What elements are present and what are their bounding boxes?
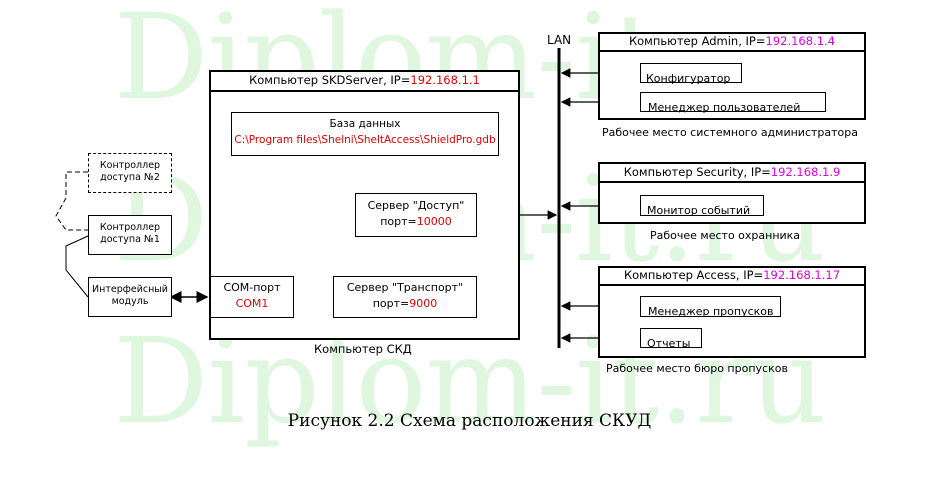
com-port-value: COM1	[235, 297, 269, 310]
access-server-port-prefix: порт=	[380, 215, 417, 228]
access-server-box: Сервер "Доступ" порт=10000	[355, 193, 477, 237]
controller-2-label: Контроллер доступа №2	[99, 160, 161, 183]
admin-title: Компьютер Admin, IP=192.168.1.4	[598, 35, 866, 48]
app-event-monitor-label: Монитор событий	[647, 204, 751, 217]
server-caption: Компьютер СКД	[314, 342, 412, 356]
database-path: C:\Program files\Shelni\SheltAccess\Shie…	[234, 134, 496, 146]
app-pass-manager: Менеджер пропусков	[640, 296, 781, 318]
com-port-box: COM-порт COM1	[210, 276, 294, 318]
security-caption: Рабочее место охранника	[650, 229, 801, 242]
app-event-monitor: Монитор событий	[640, 195, 764, 217]
transport-server-title: Сервер "Транспорт"	[346, 281, 464, 294]
controller-1: Контроллер доступа №1	[88, 215, 172, 255]
admin-caption: Рабочее место системного администратора	[602, 126, 858, 139]
security-title-divider	[598, 181, 866, 183]
app-user-manager-label: Менеджер пользователей	[648, 101, 801, 114]
interface-module: Интерфейсный модуль	[88, 277, 172, 317]
server-title-divider	[209, 90, 520, 92]
access-caption: Рабочее место бюро пропусков	[606, 362, 788, 375]
server-title: Компьютер SKDServer, IP=192.168.1.1	[209, 74, 520, 87]
security-title-text: Компьютер Security, IP=	[623, 165, 771, 179]
admin-title-text: Компьютер Admin, IP=	[628, 34, 766, 48]
controller2-link	[55, 171, 88, 231]
interface-module-label: Интерфейсный модуль	[92, 284, 168, 307]
transport-server-port-value: 9000	[409, 297, 438, 310]
figure-caption: Рисунок 2.2 Схема расположения СКУД	[287, 411, 652, 431]
app-configurator: Конфигуратор	[640, 63, 742, 85]
app-configurator-label: Конфигуратор	[646, 72, 731, 85]
access-server-title: Сервер "Доступ"	[367, 199, 465, 212]
app-reports: Отчеты	[640, 328, 702, 350]
database-title: База данных	[329, 118, 401, 130]
app-reports-label: Отчеты	[647, 337, 691, 350]
transport-server-port-prefix: порт=	[372, 297, 410, 310]
server-ip: 192.168.1.1	[410, 73, 480, 87]
controller-1-label: Контроллер доступа №1	[99, 222, 161, 245]
access-title: Компьютер Access, IP=192.168.1.17	[598, 269, 866, 282]
security-ip: 192.168.1.9	[770, 165, 841, 179]
app-user-manager: Менеджер пользователей	[640, 92, 826, 114]
controller1-link	[65, 235, 89, 298]
database-box: База данных C:\Program files\Shelni\Shel…	[231, 112, 499, 156]
admin-title-divider	[598, 50, 866, 52]
transport-server-port: порт=9000	[334, 297, 476, 310]
admin-ip: 192.168.1.4	[765, 34, 836, 48]
app-pass-manager-label: Менеджер пропусков	[648, 305, 774, 318]
access-ip: 192.168.1.17	[763, 268, 841, 282]
access-server-port-value: 10000	[416, 215, 452, 228]
access-title-text: Компьютер Access, IP=	[623, 268, 764, 282]
server-title-text: Компьютер SKDServer, IP=	[249, 73, 411, 87]
transport-server-box: Сервер "Транспорт" порт=9000	[333, 276, 477, 318]
security-title: Компьютер Security, IP=192.168.1.9	[598, 166, 866, 179]
controller-2: Контроллер доступа №2	[88, 153, 172, 193]
com-port-title: COM-порт	[223, 281, 281, 294]
access-server-port: порт=10000	[356, 215, 476, 228]
access-title-divider	[598, 284, 866, 286]
lan-label: LAN	[547, 33, 572, 47]
